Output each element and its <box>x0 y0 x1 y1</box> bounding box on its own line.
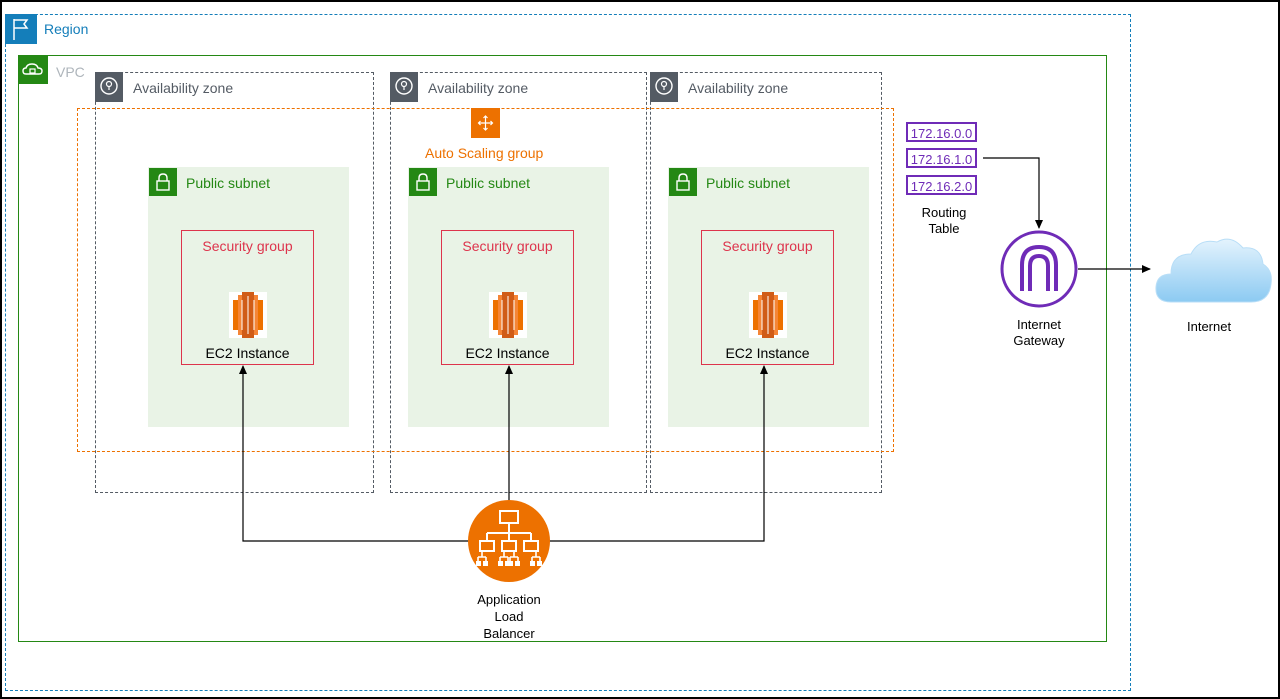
availability-zone-1 <box>95 72 374 493</box>
availability-zone-2 <box>390 72 647 493</box>
public-subnet-label: Public subnet <box>186 175 271 191</box>
lock-icon <box>409 168 437 196</box>
auto-scaling-group-label: Auto Scaling group <box>425 145 544 161</box>
ec2-instance-label: EC2 Instance <box>725 345 810 361</box>
internet-gateway-icon <box>999 229 1079 314</box>
security-group-label: Security group <box>722 238 813 254</box>
lock-icon <box>149 168 177 196</box>
security-group-2 <box>441 230 574 365</box>
ec2-instance-icon <box>749 292 787 343</box>
load-balancer-icon <box>467 499 551 588</box>
internet-gateway-label: Internet Gateway <box>1013 317 1065 348</box>
load-balancer-label: Application Load Balancer <box>477 592 541 641</box>
region-container <box>5 14 1131 691</box>
location-pin-icon <box>95 72 123 102</box>
route-entry: 172.16.1.0 <box>906 148 977 168</box>
route-entry: 172.16.2.0 <box>906 175 977 195</box>
internet-label: Internet <box>1187 319 1232 334</box>
connector-alb-to-ec2-1 <box>239 365 470 542</box>
cloud-icon <box>1151 232 1275 313</box>
vpc-container <box>18 55 1107 642</box>
public-subnet-label: Public subnet <box>446 175 531 191</box>
auto-scaling-icon <box>471 108 500 138</box>
security-group-3 <box>701 230 834 365</box>
route-entry: 172.16.0.0 <box>906 122 977 142</box>
security-group-label: Security group <box>462 238 553 254</box>
availability-zone-label: Availability zone <box>133 80 234 96</box>
ec2-instance-label: EC2 Instance <box>205 345 290 361</box>
connector-alb-to-ec2-3 <box>548 365 768 542</box>
ec2-instance-icon <box>489 292 527 343</box>
cloud-lock-icon <box>18 55 48 84</box>
ec2-instance-icon <box>229 292 267 343</box>
location-pin-icon <box>390 72 418 102</box>
region-flag-icon <box>5 14 37 44</box>
availability-zone-label: Availability zone <box>688 80 789 96</box>
vpc-label: VPC <box>56 64 85 80</box>
ec2-instance-label: EC2 Instance <box>465 345 550 361</box>
routing-table-label: Routing Table <box>921 205 967 236</box>
security-group-1 <box>181 230 314 365</box>
availability-zone-label: Availability zone <box>428 80 529 96</box>
lock-icon <box>669 168 697 196</box>
public-subnet-label: Public subnet <box>706 175 791 191</box>
security-group-label: Security group <box>202 238 293 254</box>
connector-route-to-gateway <box>983 157 1043 229</box>
location-pin-icon <box>650 72 678 102</box>
availability-zone-3 <box>650 72 882 493</box>
region-label: Region <box>44 21 89 37</box>
